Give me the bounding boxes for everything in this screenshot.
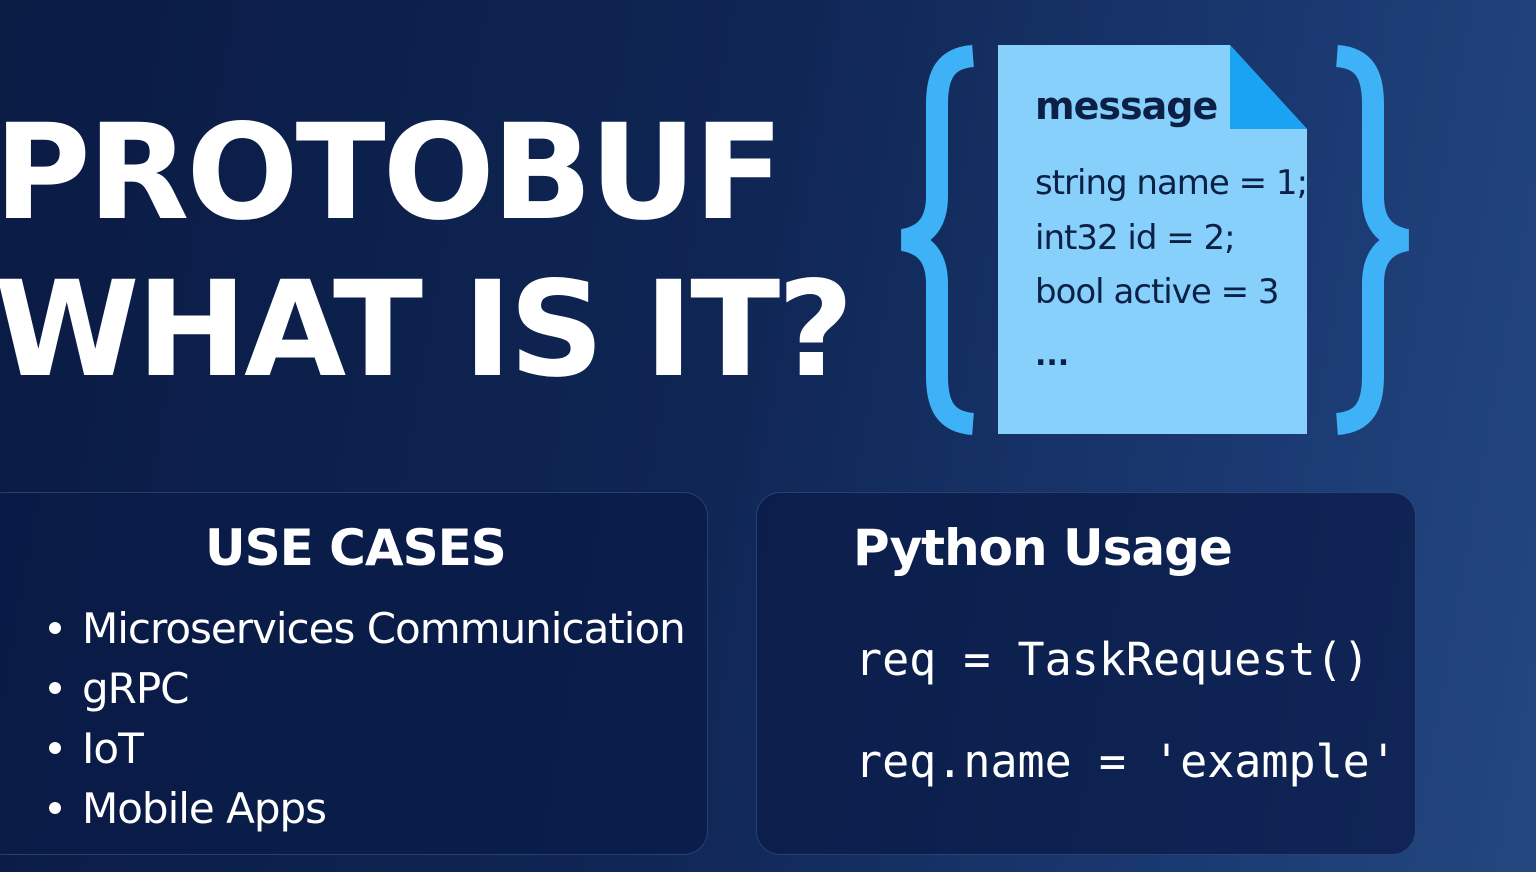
bullet-icon — [49, 622, 61, 634]
title-line-protobuf: PROTOBUF — [0, 96, 784, 250]
code-line: req.name = 'example' — [855, 735, 1397, 788]
list-item: gRPC — [44, 658, 685, 718]
right-curly-brace-icon — [1335, 45, 1410, 435]
use-cases-list: Microservices Communication gRPC IoT Mob… — [44, 598, 686, 838]
use-cases-panel — [0, 492, 708, 855]
list-item: IoT — [44, 718, 685, 778]
use-case-label: IoT — [82, 723, 144, 773]
proto-message-keyword: message — [1035, 84, 1218, 128]
use-cases-title: USE CASES — [205, 519, 507, 577]
list-item: Microservices Communication — [44, 598, 686, 658]
proto-ellipsis: ... — [1035, 338, 1070, 373]
use-case-label: Mobile Apps — [82, 783, 327, 833]
bullet-icon — [49, 802, 61, 814]
use-case-label: gRPC — [82, 663, 189, 713]
python-usage-title: Python Usage — [853, 519, 1233, 577]
left-curly-brace-icon — [900, 45, 975, 435]
list-item: Mobile Apps — [44, 778, 685, 838]
proto-field-line: string name = 1; — [1035, 163, 1308, 203]
code-line: req = TaskRequest() — [855, 633, 1370, 686]
proto-field-line: bool active = 3 — [1035, 272, 1280, 312]
bullet-icon — [49, 742, 61, 754]
use-case-label: Microservices Communication — [82, 603, 686, 653]
bullet-icon — [49, 682, 61, 694]
title-line-what-is-it: WHAT IS IT? — [0, 253, 854, 407]
document-fold-icon — [1230, 45, 1307, 129]
proto-field-line: int32 id = 2; — [1035, 218, 1236, 258]
python-usage-panel — [756, 492, 1416, 855]
